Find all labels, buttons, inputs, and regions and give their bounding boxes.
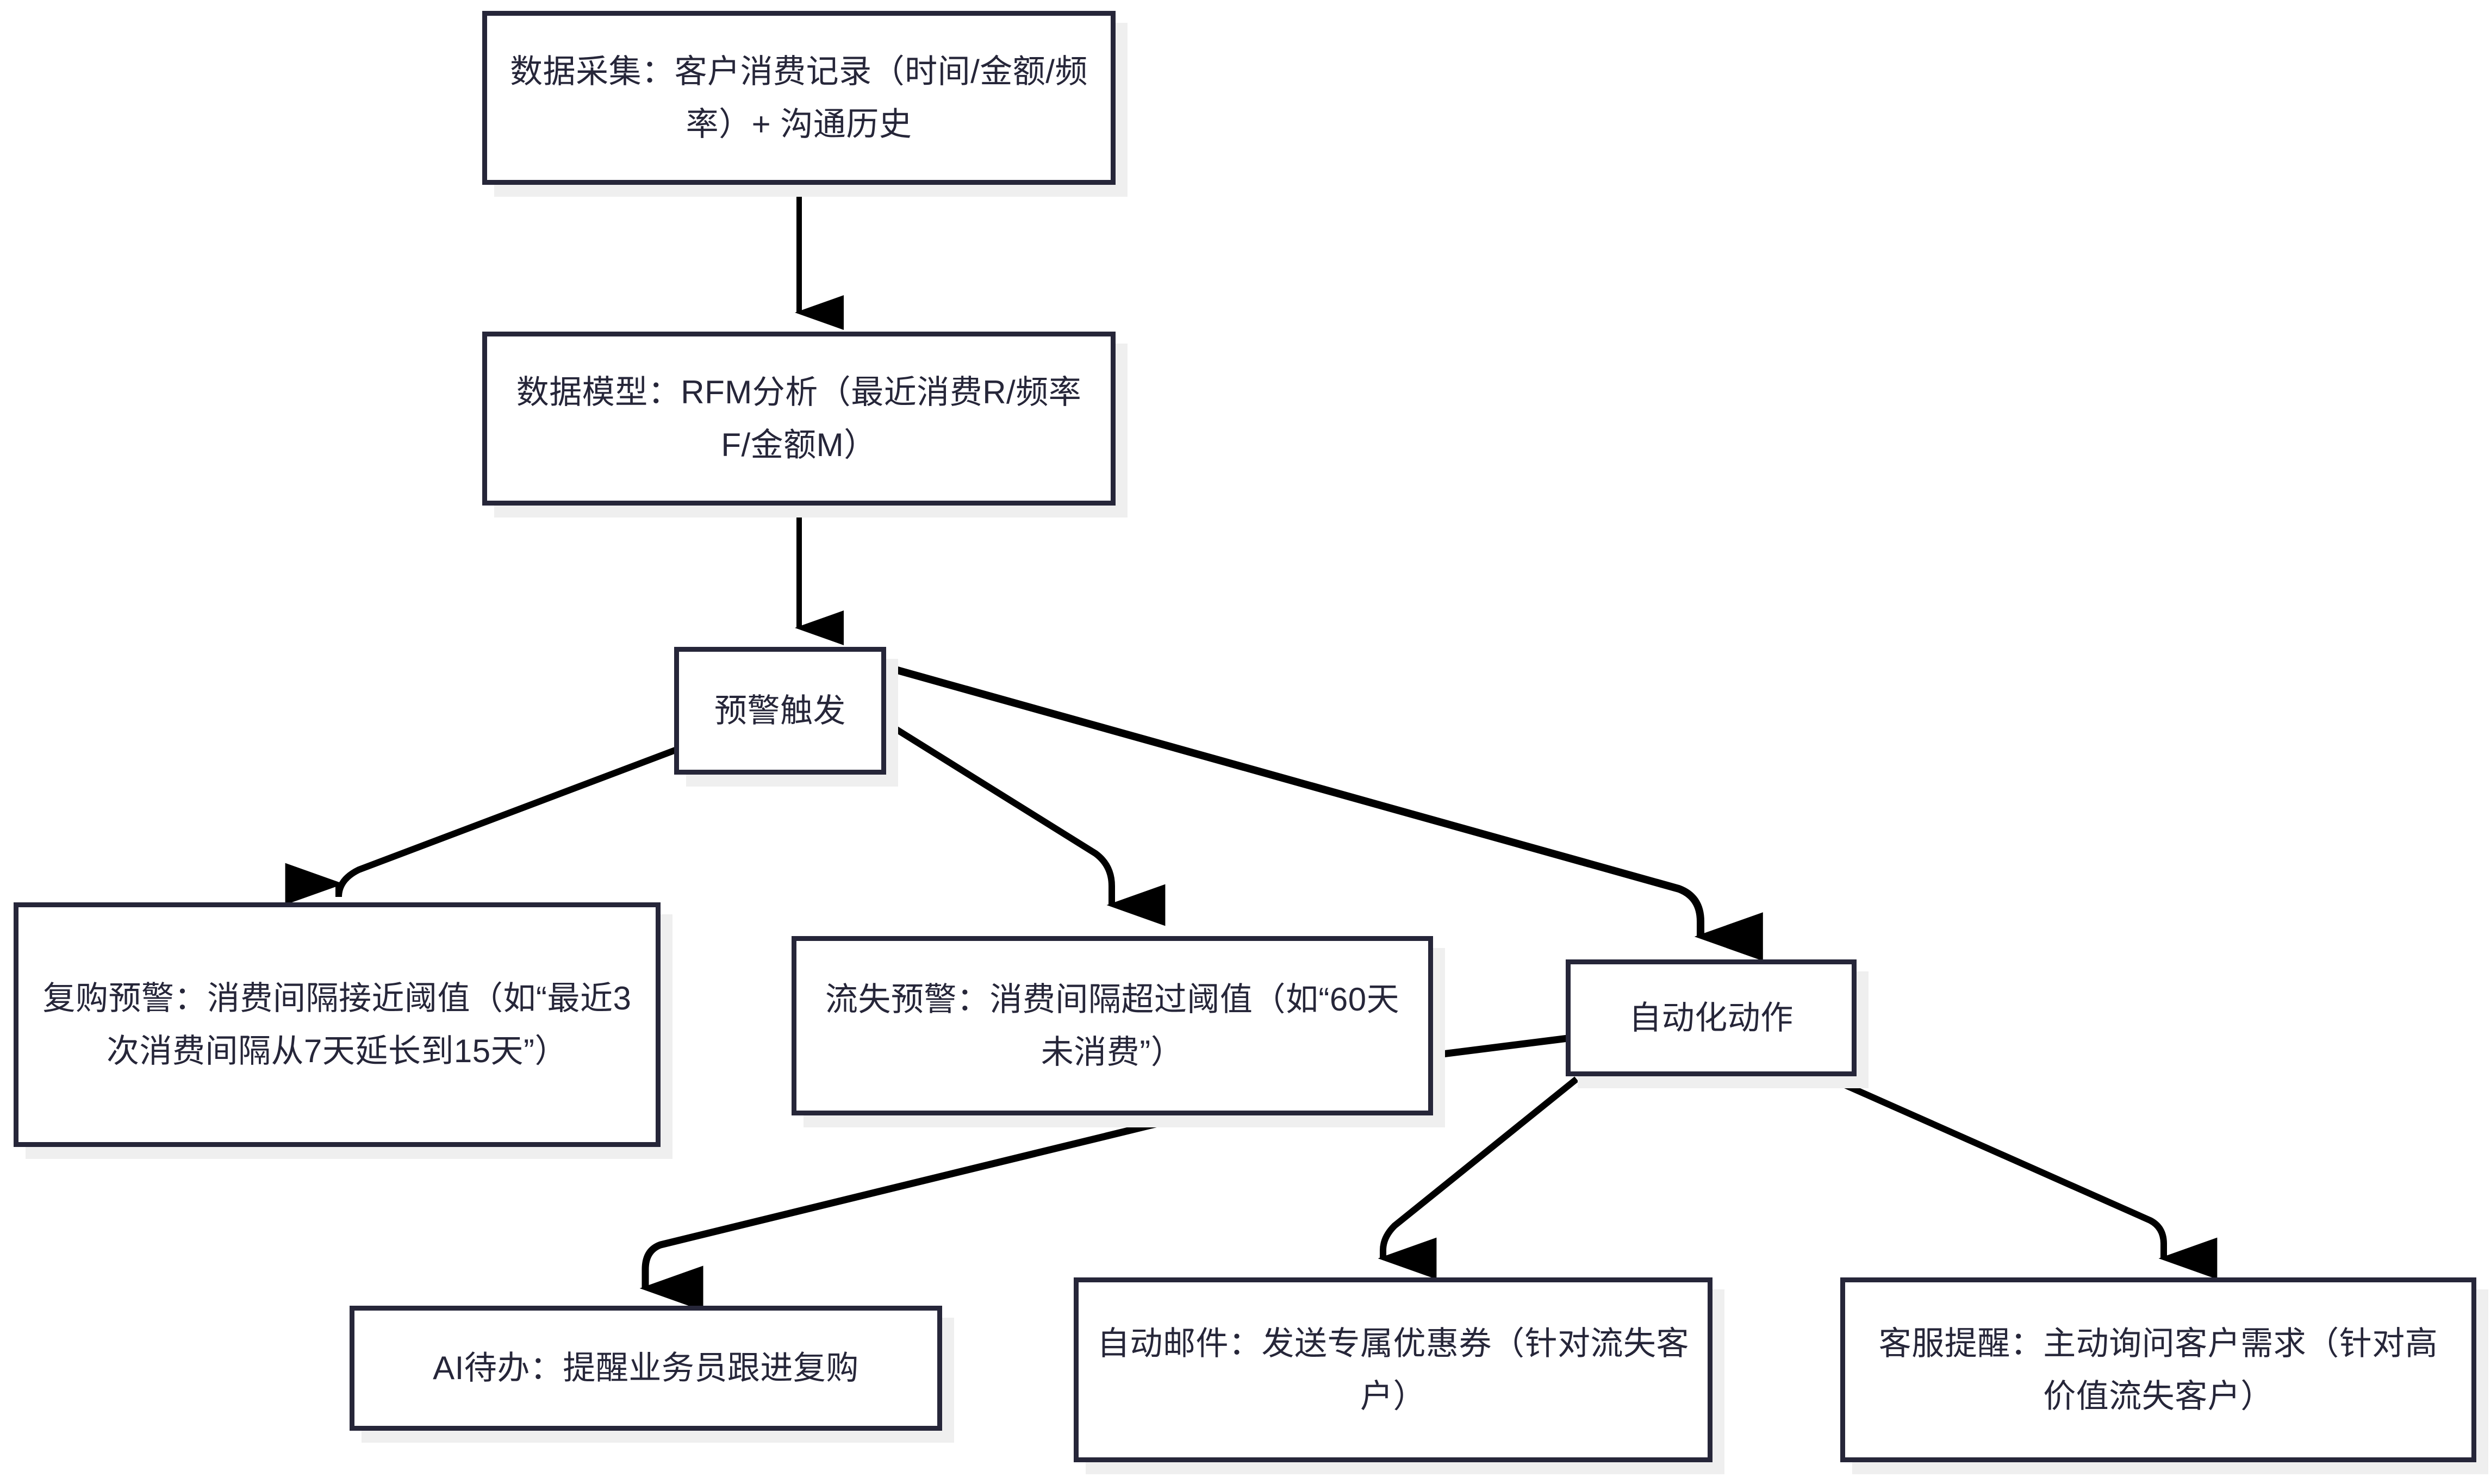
edge-automation-action-to-service-reminder [1836, 1078, 2218, 1280]
node-label-data-collection: 数据采集：客户消费记录（时间/金额/频率）+ 沟通历史 [510, 53, 1088, 142]
node-ai-todo[interactable]: AI待办：提醒业务员跟进复购 [350, 1306, 942, 1431]
node-label-repurchase-alert: 复购预警：消费间隔接近阈值（如“最近3次消费间隔从7天延长到15天”） [42, 980, 632, 1069]
node-data-collection[interactable]: 数据采集：客户消费记录（时间/金额/频率）+ 沟通历史 [482, 11, 1116, 185]
node-service-reminder[interactable]: 客服提醒：主动询问客户需求（针对高价值流失客户） [1840, 1277, 2476, 1462]
node-label-automation-action: 自动化动作 [1629, 999, 1793, 1036]
node-automation-action[interactable]: 自动化动作 [1566, 959, 1857, 1076]
node-label-service-reminder: 客服提醒：主动询问客户需求（针对高价值流失客户） [1878, 1325, 2438, 1414]
edge-alert-trigger-to-churn-alert [884, 720, 1166, 926]
node-label-alert-trigger: 预警触发 [714, 692, 846, 729]
edge-churn-alert-to-automation-action [1429, 1034, 1568, 1059]
node-alert-trigger[interactable]: 预警触发 [674, 647, 886, 775]
node-churn-alert[interactable]: 流失预警：消费间隔超过阈值（如“60天未消费”） [792, 936, 1433, 1115]
node-data-model[interactable]: 数据模型：RFM分析（最近消费R/频率F/金额M） [482, 332, 1116, 506]
node-repurchase-alert[interactable]: 复购预警：消费间隔接近阈值（如“最近3次消费间隔从7天延长到15天”） [14, 902, 661, 1147]
edge-alert-trigger-to-repurchase-alert [285, 747, 677, 905]
node-label-data-model: 数据模型：RFM分析（最近消费R/频率F/金额M） [516, 373, 1082, 463]
edge-churn-alert-to-ai-todo [639, 1113, 1185, 1311]
node-label-ai-todo: AI待办：提醒业务员跟进复购 [433, 1350, 859, 1387]
node-label-auto-email: 自动邮件：发送专属优惠券（针对流失客户） [1097, 1325, 1689, 1414]
node-auto-email[interactable]: 自动邮件：发送专属优惠券（针对流失客户） [1074, 1277, 1712, 1462]
edge-alert-trigger-to-automation-action [887, 664, 1763, 961]
node-label-churn-alert: 流失预警：消费间隔超过阈值（如“60天未消费”） [825, 981, 1400, 1070]
